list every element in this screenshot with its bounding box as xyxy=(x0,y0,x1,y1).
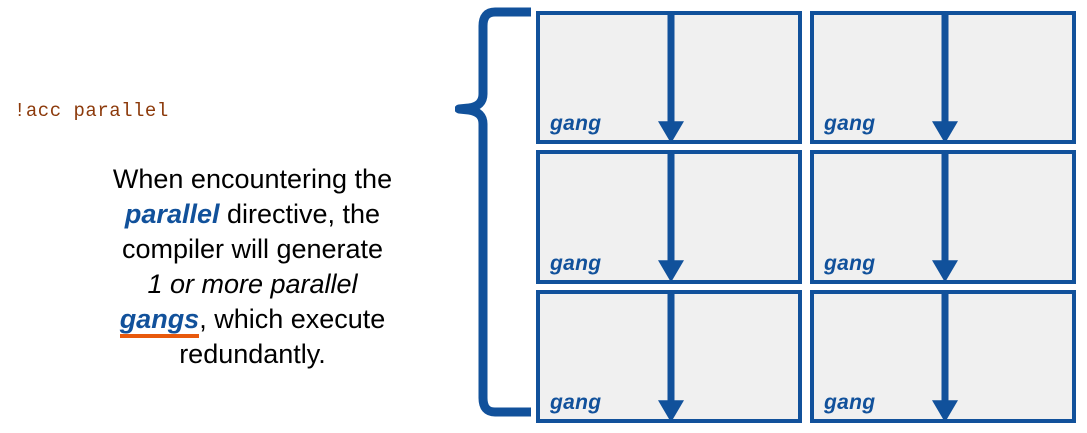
down-arrow-icon xyxy=(651,154,691,280)
description-text: When encountering the parallel directive… xyxy=(60,162,445,372)
description-line-3: compiler will generate xyxy=(121,234,384,264)
description-line-6: redundantly. xyxy=(179,339,326,369)
down-arrow-icon xyxy=(651,15,691,141)
down-arrow-icon xyxy=(651,293,691,419)
gang-label: gang xyxy=(824,112,876,136)
keyword-gangs: gangs xyxy=(119,304,200,338)
gang-label: gang xyxy=(550,390,602,414)
gang-cell: gang xyxy=(536,289,802,423)
description-line-2-rest: directive, the xyxy=(219,199,381,229)
description-line-1: When encountering the xyxy=(112,164,393,194)
down-arrow-icon xyxy=(925,154,965,280)
description-emphasis: 1 or more parallel xyxy=(147,269,358,299)
keyword-parallel: parallel xyxy=(124,199,220,229)
gang-label: gang xyxy=(824,251,876,275)
down-arrow-icon xyxy=(925,293,965,419)
gang-cell: gang xyxy=(536,150,802,284)
gang-label: gang xyxy=(550,251,602,275)
gang-grid: gang gang gang gang gang xyxy=(536,11,1076,423)
gang-cell: gang xyxy=(536,11,802,145)
description-line-5-rest: , which execute xyxy=(199,304,386,334)
gang-cell: gang xyxy=(810,11,1076,145)
down-arrow-icon xyxy=(925,15,965,141)
code-directive-text: !acc parallel xyxy=(14,100,169,122)
gang-label: gang xyxy=(824,390,876,414)
gang-cell: gang xyxy=(810,150,1076,284)
gang-label: gang xyxy=(550,112,602,136)
gang-cell: gang xyxy=(810,289,1076,423)
explanation-panel: !acc parallel When encountering the para… xyxy=(0,0,460,432)
left-curly-brace-icon xyxy=(454,6,535,428)
